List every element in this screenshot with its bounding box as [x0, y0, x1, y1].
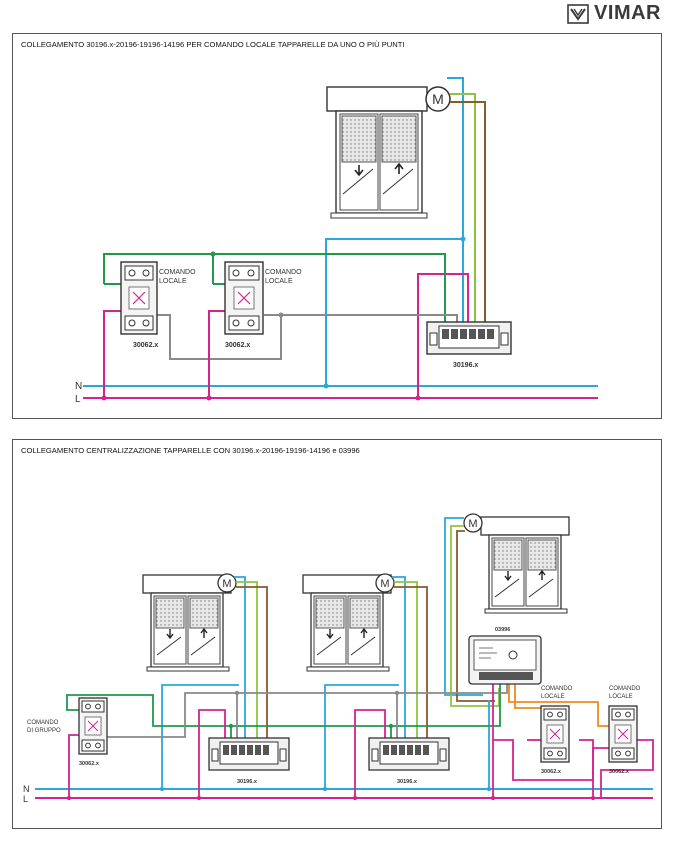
group-switch-device	[78, 697, 108, 755]
line-label: L	[75, 394, 81, 405]
switch-code: 30062.x	[541, 769, 562, 775]
diagram-panel-centralization: COLLEGAMENTO CENTRALIZZAZIONE TAPPARELLE…	[12, 439, 662, 829]
actuator-code: 30196.x	[237, 779, 258, 785]
local-switch-device	[608, 705, 638, 763]
brand-logo: VIMAR	[567, 2, 661, 25]
actuator-code: 30196.x	[453, 362, 478, 369]
line-label: L	[23, 794, 28, 804]
switch-device	[120, 261, 158, 335]
svg-text:M: M	[380, 578, 389, 590]
motor-symbol: M	[425, 86, 451, 112]
panel-title: COLLEGAMENTO CENTRALIZZAZIONE TAPPARELLE…	[21, 446, 360, 455]
neutral-label: N	[75, 381, 82, 392]
svg-text:COMANDO: COMANDO	[541, 686, 573, 692]
svg-text:LOCALE: LOCALE	[541, 694, 565, 700]
motor-symbol: M	[375, 573, 395, 593]
svg-text:M: M	[432, 91, 444, 107]
roller-shutter-window	[480, 516, 570, 614]
motor-symbol: M	[463, 513, 483, 533]
actuator-device	[368, 737, 450, 771]
svg-text:COMANDO: COMANDO	[27, 720, 59, 726]
svg-text:DI GRUPPO: DI GRUPPO	[27, 728, 61, 734]
wiring-diagram-1: M N L	[75, 77, 598, 405]
actuator-device	[208, 737, 290, 771]
svg-text:LOCALE: LOCALE	[609, 694, 633, 700]
central-code: 03996	[495, 627, 510, 633]
svg-text:COMANDO: COMANDO	[609, 686, 641, 692]
panel-title: COLLEGAMENTO 30196.x-20196-19196-14196 P…	[21, 40, 405, 49]
svg-text:COMANDO: COMANDO	[159, 269, 196, 276]
svg-text:LOCALE: LOCALE	[159, 278, 187, 285]
diagram-panel-local-control: COLLEGAMENTO 30196.x-20196-19196-14196 P…	[12, 33, 662, 419]
svg-text:COMANDO: COMANDO	[265, 269, 302, 276]
roller-shutter-window	[326, 86, 428, 219]
roller-shutter-window	[142, 574, 232, 672]
switch-code: 30062.x	[609, 769, 630, 775]
actuator-code: 30196.x	[397, 779, 418, 785]
central-control-device	[468, 635, 542, 685]
local-switch-device	[540, 705, 570, 763]
svg-text:M: M	[468, 518, 477, 530]
neutral-label: N	[23, 784, 30, 794]
switch-code: 30062.x	[225, 342, 250, 349]
svg-text:LOCALE: LOCALE	[265, 278, 293, 285]
switch-code: 30062.x	[133, 342, 158, 349]
switch-code: 30062.x	[79, 761, 100, 767]
brand-name: VIMAR	[594, 2, 661, 24]
switch-device	[224, 261, 264, 335]
svg-text:M: M	[222, 578, 231, 590]
actuator-device	[426, 321, 512, 355]
vimar-logo-icon	[567, 3, 589, 24]
wiring-diagram-2: N L M M M	[23, 513, 654, 804]
motor-symbol: M	[217, 573, 237, 593]
